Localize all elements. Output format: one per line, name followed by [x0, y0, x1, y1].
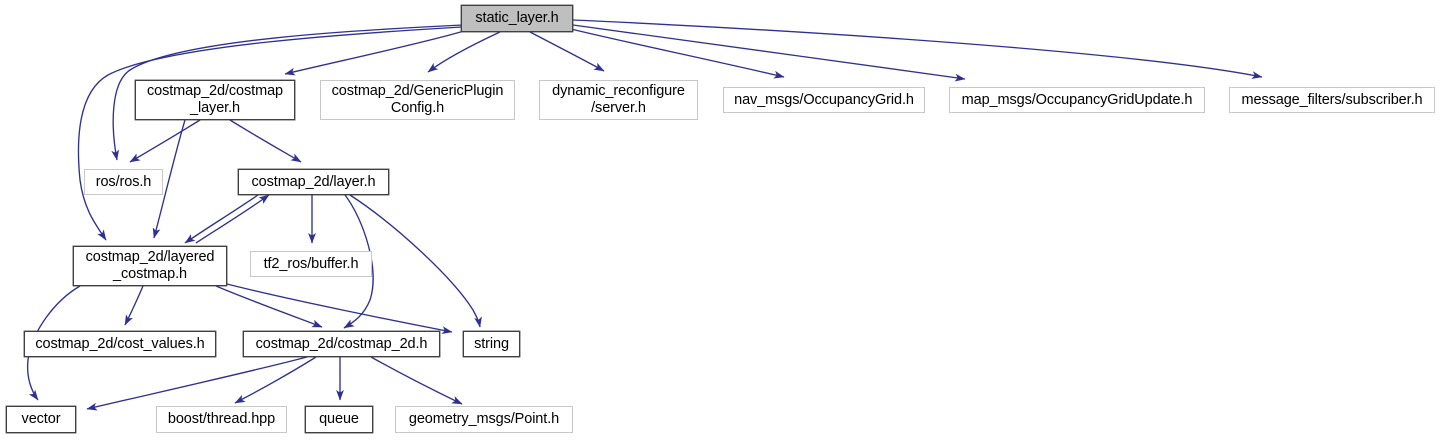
node-cost_values[interactable]: costmap_2d/cost_values.h: [24, 331, 216, 357]
node-geometry_point: geometry_msgs/Point.h: [395, 406, 573, 433]
edge-costmap_2d-to-vector: [86, 356, 308, 411]
edge-costmap_layer-to-layered_costmap: [152, 119, 186, 239]
node-label-cost_values: costmap_2d/cost_values.h: [35, 335, 205, 352]
node-label-costmap_layer: costmap_2d/costmap _layer.h: [146, 83, 284, 116]
edge-static_layer-to-layered_costmap: [77, 26, 463, 241]
edge-static_layer-to-nav_msgs: [570, 28, 785, 79]
node-label-ros_ros: ros/ros.h: [95, 173, 152, 190]
node-string[interactable]: string: [463, 331, 520, 357]
node-label-map_msgs: map_msgs/OccupancyGridUpdate.h: [961, 91, 1193, 108]
node-label-queue: queue: [319, 411, 359, 427]
edge-layered_costmap-to-costmap_2d: [215, 285, 323, 328]
node-costmap_layer[interactable]: costmap_2d/costmap _layer.h: [135, 80, 295, 120]
edge-static_layer-to-ros_ros: [111, 24, 464, 161]
node-map_msgs: map_msgs/OccupancyGridUpdate.h: [949, 87, 1205, 113]
edge-static_layer-to-map_msgs: [572, 24, 966, 82]
node-boost_thread: boost/thread.hpp: [156, 406, 287, 433]
edge-costmap_2d-to-geometry_point: [370, 356, 463, 405]
edge-static_layer-to-dynamic_reconfigure: [529, 31, 605, 72]
node-label-dynamic_reconfigure: dynamic_reconfigure /server.h: [552, 83, 685, 116]
node-queue[interactable]: queue: [305, 406, 373, 433]
node-static_layer[interactable]: static_layer.h: [461, 5, 573, 32]
edge-static_layer-to-generic_plugin: [427, 31, 501, 73]
node-nav_msgs: nav_msgs/OccupancyGrid.h: [723, 87, 925, 113]
node-generic_plugin: costmap_2d/GenericPlugin Config.h: [320, 80, 515, 120]
node-label-boost_thread: boost/thread.hpp: [167, 411, 276, 427]
edge-layered_costmap-to-vector: [26, 285, 81, 401]
node-label-geometry_point: geometry_msgs/Point.h: [408, 411, 560, 427]
edge-layered_costmap-to-layer: [195, 194, 270, 244]
edge-costmap_2d-to-boost_thread: [234, 356, 317, 404]
node-layer[interactable]: costmap_2d/layer.h: [238, 169, 389, 195]
edge-static_layer-to-message_filters: [572, 19, 1263, 79]
edge-layer-to-string: [349, 194, 482, 328]
node-costmap_2d[interactable]: costmap_2d/costmap_2d.h: [243, 331, 440, 357]
node-label-costmap_2d: costmap_2d/costmap_2d.h: [255, 335, 428, 352]
node-label-tf2_buffer: tf2_ros/buffer.h: [263, 255, 359, 272]
edge-costmap_layer-to-ros_ros: [129, 119, 201, 163]
node-label-layered_costmap: costmap_2d/layered _costmap.h: [85, 249, 215, 282]
edge-costmap_layer-to-layer: [229, 119, 302, 163]
node-layered_costmap[interactable]: costmap_2d/layered _costmap.h: [73, 246, 227, 286]
node-label-static_layer: static_layer.h: [475, 10, 559, 26]
node-vector[interactable]: vector: [6, 406, 76, 433]
node-label-message_filters: message_filters/subscriber.h: [1241, 91, 1423, 108]
node-label-generic_plugin: costmap_2d/GenericPlugin Config.h: [331, 83, 504, 116]
node-message_filters: message_filters/subscriber.h: [1229, 87, 1435, 113]
node-label-string: string: [474, 335, 509, 352]
edge-layered_costmap-to-cost_values: [124, 285, 144, 326]
node-ros_ros: ros/ros.h: [84, 169, 163, 195]
node-dynamic_reconfigure: dynamic_reconfigure /server.h: [539, 80, 698, 120]
edge-layer-to-layered_costmap: [184, 194, 259, 244]
node-tf2_buffer: tf2_ros/buffer.h: [250, 251, 372, 277]
node-label-layer: costmap_2d/layer.h: [251, 173, 376, 190]
edge-layer-to-costmap_2d: [343, 194, 374, 329]
edge-layered_costmap-to-string: [226, 283, 453, 334]
node-label-nav_msgs: nav_msgs/OccupancyGrid.h: [734, 91, 914, 108]
edge-static_layer-to-costmap_layer: [284, 30, 465, 76]
node-label-vector: vector: [21, 411, 61, 427]
